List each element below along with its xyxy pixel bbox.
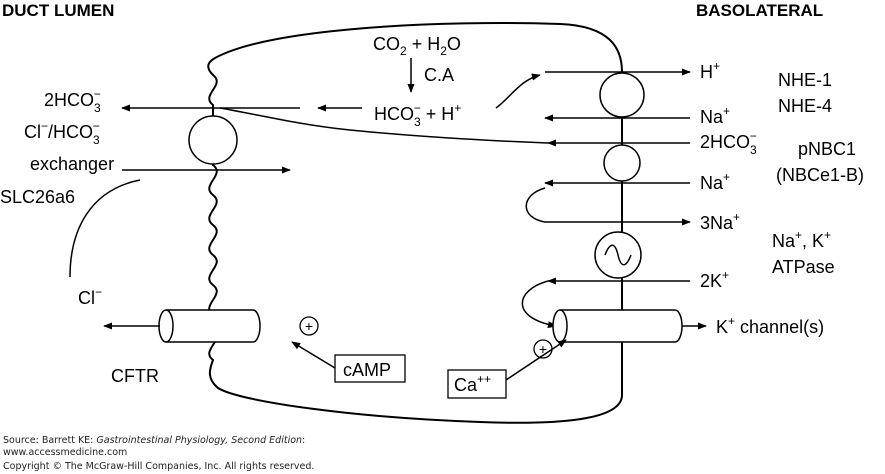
- basolateral-hco3-to-exchanger-path: [219, 107, 549, 144]
- svg-text:HCO3− + H+: HCO3− + H+: [374, 101, 461, 129]
- k-channel-label: K+ channel(s): [716, 314, 824, 337]
- pnbc1-label: pNBC1: [798, 139, 856, 159]
- na-recycle-curve: [525, 187, 691, 226]
- k-channel: [552, 309, 683, 343]
- reaction-hco3-h: HCO3− + H+: [374, 101, 461, 129]
- 3na-label: 3Na+: [700, 210, 740, 233]
- svg-text:H+: H+: [700, 59, 720, 82]
- cftr-label: CFTR: [111, 366, 159, 386]
- source-line-3: Copyright © The McGraw-Hill Companies, I…: [3, 461, 314, 472]
- h-to-nhe-arrow: [495, 73, 541, 109]
- svg-text:Ca++: Ca++: [454, 372, 491, 395]
- na-label-nhe: Na+: [700, 104, 730, 127]
- nak-label: Na+, K+: [772, 228, 831, 251]
- atpase-symbol: [604, 244, 632, 266]
- svg-text:3Na+: 3Na+: [700, 210, 740, 233]
- k-recycle-curve: [521, 280, 557, 329]
- camp-to-cftr-arrow: [291, 341, 336, 369]
- header-basolateral: BASOLATERAL: [696, 1, 823, 20]
- cftr-stimulation-plus-circle: [299, 316, 319, 336]
- reaction-co2-h2o: CO2 + H2O: [373, 34, 461, 58]
- k-channel-plus-sign: +: [539, 341, 547, 357]
- ca-label: C.A: [424, 65, 454, 85]
- svg-text:2K+: 2K+: [700, 268, 729, 291]
- svg-text:Cl−/HCO3−: Cl−/HCO3−: [24, 119, 100, 147]
- cell-outline: [207, 22, 623, 424]
- svg-text:2HCO3−: 2HCO3−: [700, 129, 757, 157]
- cl-label: Cl−: [78, 285, 102, 308]
- slc26a6-label: SLC26a6: [0, 187, 75, 207]
- nhe4-label: NHE-4: [778, 96, 832, 116]
- ca-box: [447, 369, 507, 399]
- exchanger-label: exchanger: [30, 154, 114, 174]
- na-label-nbc: Na+: [700, 170, 730, 193]
- ca-to-k-channel-arrow: [505, 339, 567, 381]
- cftr-plus-sign: +: [305, 318, 313, 334]
- svg-text:CO2 + H2O: CO2 + H2O: [373, 34, 461, 58]
- atpase-label: ATPase: [772, 257, 835, 277]
- baso-2hco3-label: 2HCO3−: [700, 129, 757, 157]
- nhe1-label: NHE-1: [778, 70, 832, 90]
- nbce1b-label: (NBCe1-B): [776, 165, 864, 185]
- header-duct-lumen: DUCT LUMEN: [2, 1, 114, 20]
- nhe-transporter: [599, 72, 645, 118]
- cl-hco3-exchanger-transporter: [188, 115, 238, 165]
- svg-text:Na+: Na+: [700, 170, 730, 193]
- source-line-1: Source: Barrett KE: Gastrointestinal Phy…: [3, 435, 305, 446]
- cftr-channel: [158, 309, 261, 343]
- svg-text:2HCO3−: 2HCO3−: [44, 87, 101, 115]
- svg-text:Na+, K+: Na+, K+: [772, 228, 831, 251]
- svg-text:K+ channel(s): K+ channel(s): [716, 314, 824, 337]
- cl-recycle-curve: [69, 179, 141, 278]
- svg-text:Cl−: Cl−: [78, 285, 102, 308]
- camp-label: cAMP: [343, 360, 391, 380]
- h-label: H+: [700, 59, 720, 82]
- camp-box: [334, 354, 406, 383]
- 2k-label: 2K+: [700, 268, 729, 291]
- pnbc1-transporter: [603, 144, 641, 182]
- cl-hco3-exchanger-label: Cl−/HCO3−: [24, 119, 100, 147]
- source-line-2: www.accessmedicine.com: [3, 447, 127, 458]
- lumen-2hco3-label: 2HCO3−: [44, 87, 101, 115]
- ca-label: Ca++: [454, 372, 491, 395]
- svg-text:Na+: Na+: [700, 104, 730, 127]
